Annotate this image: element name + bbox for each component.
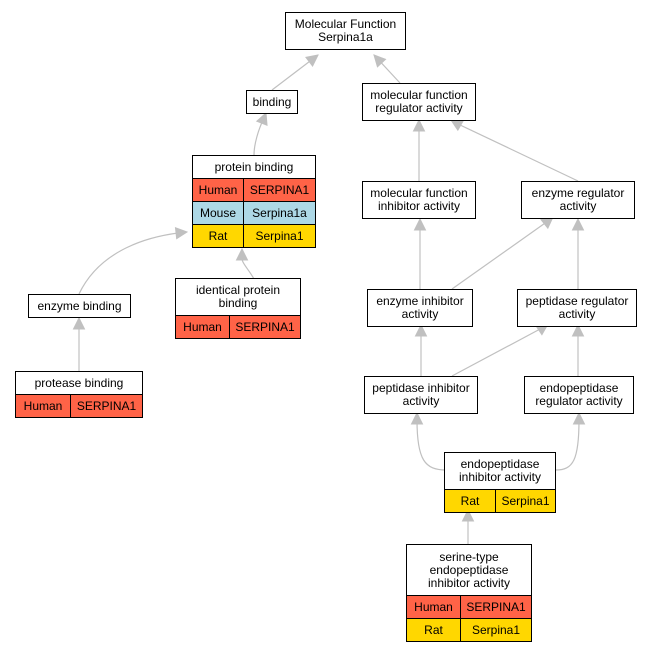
- species-row: Mouse Serpina1a: [193, 201, 315, 224]
- gene-symbol: Serpina1: [243, 225, 315, 247]
- node-label: molecular function inhibitor activity: [370, 186, 468, 213]
- node-era: enzyme regulator activity: [521, 181, 635, 219]
- node-label: enzyme regulator activity: [531, 186, 625, 213]
- species-name: Mouse: [199, 205, 237, 220]
- species-name: Human: [198, 182, 238, 197]
- node-pra: peptidase regulator activity: [517, 289, 637, 327]
- species-row: Rat Serpina1: [407, 618, 531, 641]
- edge-arrowhead: [255, 111, 268, 127]
- gene-symbol: Serpina1: [495, 490, 555, 512]
- node-label: peptidase inhibitor activity: [372, 381, 470, 408]
- gene-symbol: SERPINA1: [460, 596, 531, 618]
- edge-arrowhead: [412, 118, 426, 132]
- species-row: Human SERPINA1: [16, 394, 142, 417]
- edge-line: [451, 327, 543, 377]
- gene-symbol: SERPINA1: [243, 179, 315, 201]
- node-label: endopeptidase regulator activity: [535, 381, 623, 408]
- species-row: Human SERPINA1: [407, 595, 531, 618]
- node-enzyme-binding: enzyme binding: [28, 294, 131, 318]
- species-row: Human SERPINA1: [176, 315, 300, 338]
- node-label: binding: [252, 94, 292, 109]
- node-binding: binding: [246, 90, 298, 114]
- node-label: peptidase regulator activity: [525, 294, 629, 321]
- edge-line: [416, 419, 447, 471]
- node-label: identical protein binding: [195, 283, 281, 310]
- node-label: protein binding: [214, 159, 294, 174]
- node-label: Molecular Function Serpina1a: [294, 17, 397, 44]
- species-row: Rat Serpina1: [445, 489, 555, 512]
- species-name: Rat: [424, 622, 443, 637]
- node-root: Molecular Function Serpina1a: [285, 12, 406, 50]
- species-name: Human: [23, 398, 63, 413]
- node-label: molecular function regulator activity: [370, 88, 468, 115]
- edge-arrowhead: [174, 226, 189, 240]
- species-name: Human: [414, 599, 453, 614]
- edge-arrowhead: [414, 323, 428, 337]
- edge-arrowhead: [572, 411, 586, 425]
- edge-arrowhead: [461, 508, 475, 522]
- gene-symbol: SERPINA1: [70, 395, 142, 417]
- edge-arrowhead: [235, 247, 249, 261]
- edge-arrowhead: [410, 411, 424, 425]
- gene-symbol: SERPINA1: [229, 316, 300, 338]
- node-label: endopeptidase inhibitor activity: [458, 457, 542, 484]
- node-label: enzyme binding: [37, 298, 122, 313]
- node-pia: peptidase inhibitor activity: [364, 376, 478, 414]
- edge-line: [451, 220, 549, 290]
- edge-arrowhead: [72, 316, 86, 330]
- node-label: enzyme inhibitor activity: [376, 294, 464, 321]
- edge-line: [555, 419, 580, 471]
- node-serine: serine-type endopeptidase inhibitor acti…: [406, 544, 532, 642]
- edge-line: [78, 232, 179, 295]
- edge-arrowhead: [413, 217, 427, 231]
- edge-arrowhead: [305, 54, 319, 67]
- node-epra: endopeptidase regulator activity: [524, 376, 634, 414]
- node-mfia: molecular function inhibitor activity: [362, 181, 476, 219]
- node-eia: enzyme inhibitor activity: [367, 289, 473, 327]
- node-label: protease binding: [34, 375, 124, 390]
- edge-arrowhead: [571, 323, 585, 337]
- edge-line: [457, 123, 579, 182]
- node-label: serine-type endopeptidase inhibitor acti…: [427, 549, 511, 590]
- gene-symbol: Serpina1a: [243, 202, 315, 224]
- species-name: Rat: [460, 493, 480, 508]
- edge-arrowhead: [373, 54, 387, 68]
- node-mfra: molecular function regulator activity: [362, 83, 476, 121]
- species-row: Rat Serpina1: [193, 224, 315, 247]
- gene-symbol: Serpina1: [460, 619, 531, 641]
- species-row: Human SERPINA1: [193, 178, 315, 201]
- edge-arrowhead: [571, 217, 585, 231]
- species-name: Human: [183, 319, 222, 334]
- species-name: Rat: [208, 228, 228, 243]
